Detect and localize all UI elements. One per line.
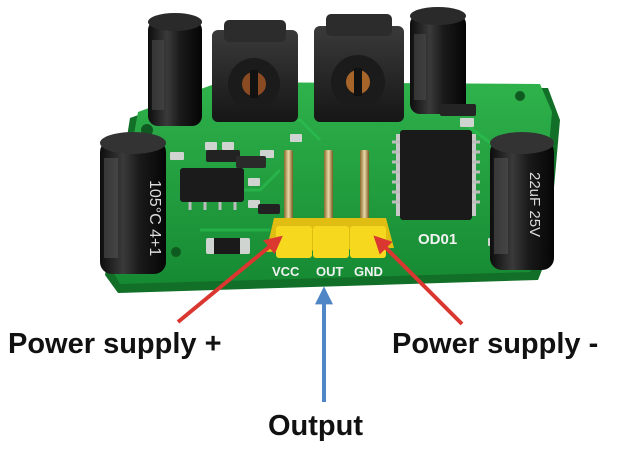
- smd-resistors: [206, 104, 476, 214]
- capacitor-top-right: [410, 7, 466, 114]
- capacitor-top-left: [148, 13, 202, 126]
- board-part-code: OD01: [418, 231, 457, 248]
- smd-diode: [206, 238, 250, 254]
- capacitor-left-marking: 105°C 4+1: [146, 180, 163, 256]
- output-label: Output: [268, 410, 364, 442]
- power-supply-plus-label: Power supply +: [8, 328, 222, 360]
- capacitor-right-marking: 22uF 25V: [526, 172, 543, 237]
- gnd-arrow: [373, 235, 464, 326]
- potentiometer-right: [314, 14, 404, 122]
- ic-chip-large: [392, 130, 480, 220]
- power-supply-minus-label: Power supply -: [392, 328, 599, 360]
- pin-label-gnd: GND: [354, 264, 383, 279]
- pin-label-out: OUT: [316, 264, 344, 279]
- capacitor-bottom-left: 105°C 4+1: [100, 132, 166, 274]
- ic-chip-small: [180, 168, 244, 210]
- capacitor-bottom-right: 22uF 25V: [490, 132, 554, 270]
- header-connector: [266, 218, 394, 258]
- pin-label-vcc: VCC: [272, 264, 300, 279]
- vcc-arrow: [176, 235, 283, 324]
- potentiometer-left: [212, 20, 298, 122]
- header-pins: [284, 150, 369, 232]
